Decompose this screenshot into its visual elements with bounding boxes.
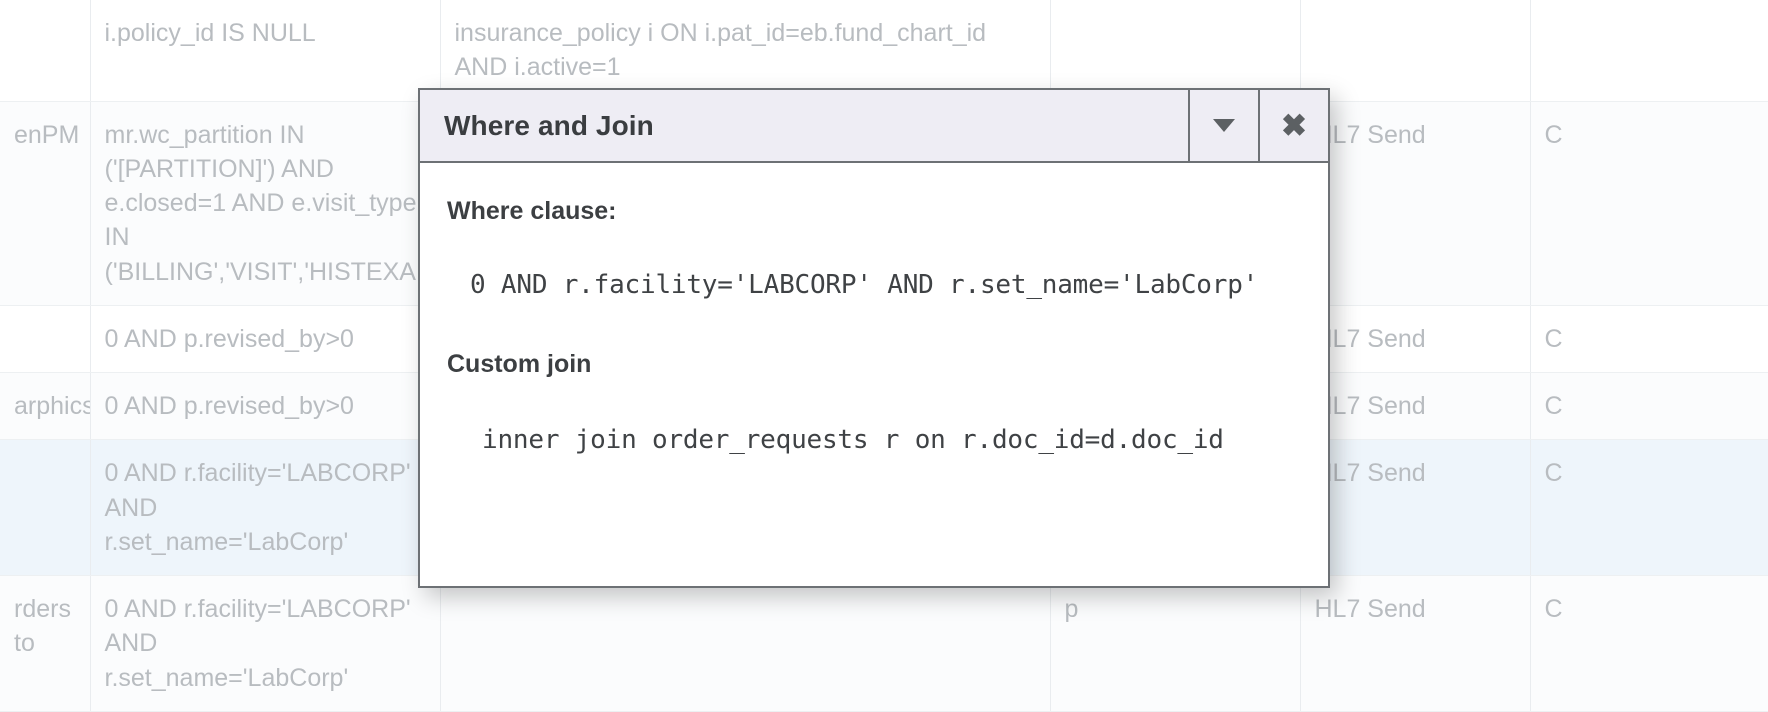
cell-action: HL7 Send [1300,439,1531,576]
cell-join: insurance_policy i ON i.pat_id=eb.fund_c… [440,0,1051,102]
table-row[interactable]: rders to 0 AND r.facility='LABCORP' AND … [0,575,1768,712]
cell-name [0,0,91,102]
dialog-header: Where and Join ✖ [420,90,1328,163]
dialog-close-button[interactable]: ✖ [1258,90,1328,161]
where-and-join-dialog[interactable]: Where and Join ✖ Where clause: 0 AND r.f… [418,88,1330,588]
cell-action: HL7 Send [1300,575,1531,712]
custom-join-value: inner join order_requests r on r.doc_id=… [482,425,1224,455]
cell-action: HL7 Send [1300,372,1531,441]
dialog-body: Where clause: 0 AND r.facility='LABCORP'… [420,163,1328,586]
spacer [444,300,1304,350]
cell-last: C [1530,439,1768,576]
cell-last [1530,0,1768,102]
cell-where: 0 AND r.facility='LABCORP' AND r.set_nam… [90,575,441,712]
cell-system: p [1050,575,1301,712]
cell-name [0,439,91,576]
cell-action: HL7 Send [1300,101,1531,306]
cell-name: arphics [0,372,91,441]
where-clause-value: 0 AND r.facility='LABCORP' AND r.set_nam… [470,270,1259,300]
cell-name: enPM [0,101,91,306]
cell-last: C [1530,372,1768,441]
cell-last: C [1530,101,1768,306]
custom-join-label: Custom join [447,350,592,378]
cell-where: mr.wc_partition IN ('[PARTITION]') AND e… [90,101,441,306]
close-icon: ✖ [1281,108,1307,143]
cell-name [0,305,91,374]
cell-where: 0 AND r.facility='LABCORP' AND r.set_nam… [90,439,441,576]
cell-system [1050,0,1301,102]
cell-last: C [1530,575,1768,712]
cell-action: HL7 Send [1300,305,1531,374]
cell-last: C [1530,305,1768,374]
where-clause-label: Where clause: [447,197,617,225]
cell-join [440,575,1051,712]
cell-where: 0 AND p.revised_by>0 [90,372,441,441]
dialog-title: Where and Join [444,109,654,141]
table-row[interactable]: i.policy_id IS NULL insurance_policy i O… [0,0,1768,102]
chevron-down-icon [1213,119,1235,132]
dialog-dropdown-button[interactable] [1188,90,1258,161]
cell-where: i.policy_id IS NULL [90,0,441,102]
cell-name: rders to [0,575,91,712]
cell-action [1300,0,1531,102]
cell-where: 0 AND p.revised_by>0 [90,305,441,374]
